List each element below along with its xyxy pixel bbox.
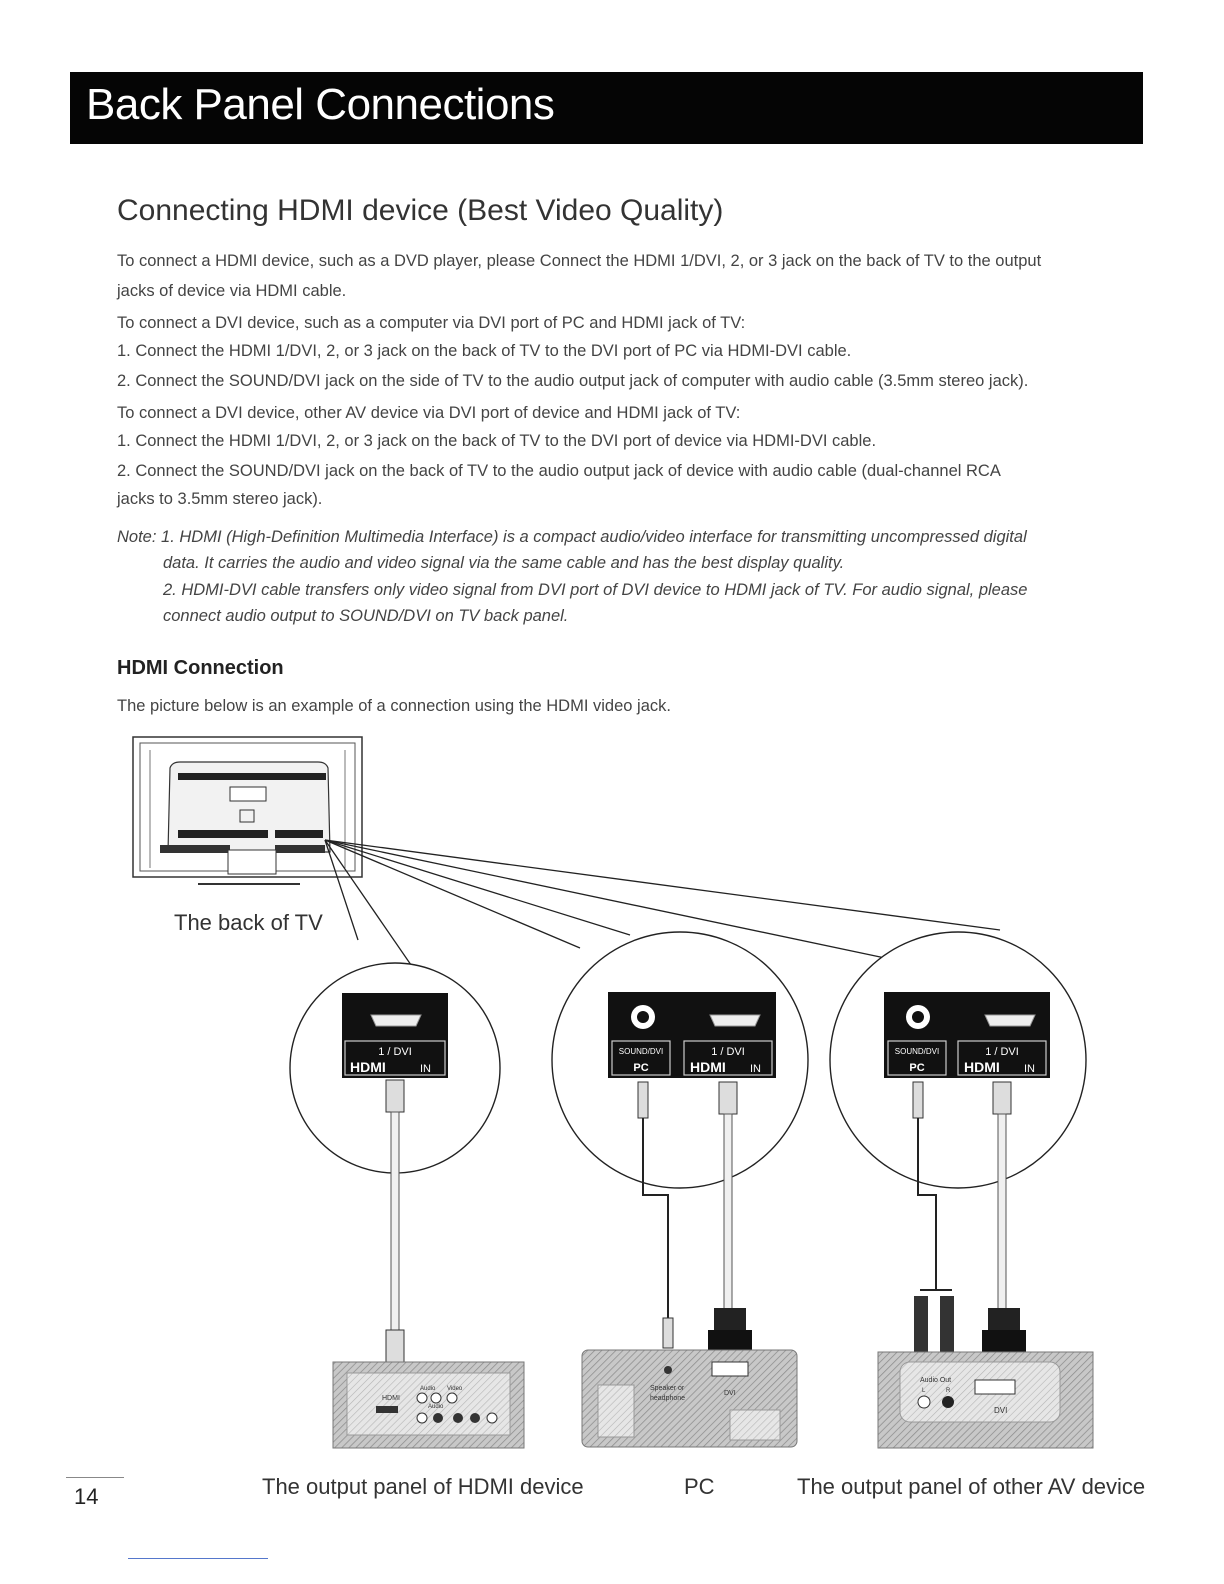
pc-headphone-label: headphone bbox=[650, 1395, 685, 1402]
page-number-rule bbox=[66, 1477, 124, 1478]
note-line: Note: 1. HDMI (High-Definition Multimedi… bbox=[117, 528, 1027, 546]
tv-back-illustration bbox=[132, 736, 363, 885]
body-line: To connect a HDMI device, such as a DVD … bbox=[117, 252, 1042, 270]
note-line: 2. HDMI-DVI cable transfers only video s… bbox=[163, 581, 1028, 599]
footer-link-rule bbox=[128, 1558, 268, 1559]
pc-speaker-label: Speaker or bbox=[650, 1385, 685, 1392]
body-line: To connect a DVI device, other AV device… bbox=[117, 404, 741, 422]
jack-dvi-label: 1 / DVI bbox=[378, 1046, 412, 1058]
device-audio-label: Audio bbox=[420, 1386, 436, 1392]
body-line: 1. Connect the HDMI 1/DVI, 2, or 3 jack … bbox=[117, 432, 877, 450]
note-line: connect audio output to SOUND/DVI on TV … bbox=[163, 607, 569, 625]
pc-caption: PC bbox=[684, 1474, 715, 1499]
av-dvi-label: DVI bbox=[994, 1406, 1007, 1415]
note-line: data. It carries the audio and video sig… bbox=[163, 554, 845, 572]
connection-fan-lines bbox=[324, 839, 1001, 979]
page-number: 14 bbox=[74, 1484, 99, 1509]
jack-pc-label: PC bbox=[909, 1062, 924, 1074]
body-line: 2. Connect the SOUND/DVI jack on the bac… bbox=[117, 462, 1001, 480]
av-audio-out-label: Audio Out bbox=[920, 1377, 951, 1384]
jack-hdmi-label: HDMI bbox=[964, 1059, 1000, 1075]
jack-in-label: IN bbox=[420, 1063, 431, 1075]
device-hdmi-label: HDMI bbox=[382, 1395, 400, 1402]
jack-panel-pc: SOUND/DVI PC 1 / DVI HDMI IN bbox=[608, 992, 776, 1078]
jack-dvi-label: 1 / DVI bbox=[985, 1046, 1019, 1058]
pc-panel: Speaker or headphone DVI bbox=[581, 1349, 798, 1448]
section-title: Connecting HDMI device (Best Video Quali… bbox=[117, 194, 724, 227]
pc-dvi-label: DVI bbox=[724, 1390, 736, 1397]
hdmi-device-caption: The output panel of HDMI device bbox=[262, 1474, 584, 1499]
header-bar: Back Panel Connections bbox=[70, 72, 1143, 144]
jack-sound-dvi-label: SOUND/DVI bbox=[895, 1047, 939, 1056]
page-title: Back Panel Connections bbox=[86, 80, 555, 129]
jack-hdmi-label: HDMI bbox=[690, 1059, 726, 1075]
body-line: 1. Connect the HDMI 1/DVI, 2, or 3 jack … bbox=[117, 342, 852, 360]
jack-in-label: IN bbox=[750, 1063, 761, 1075]
jack-in-label: IN bbox=[1024, 1063, 1035, 1075]
cables bbox=[385, 1079, 1026, 1379]
jack-panel-av: SOUND/DVI PC 1 / DVI HDMI IN bbox=[884, 992, 1050, 1078]
jack-pc-label: PC bbox=[633, 1062, 648, 1074]
av-l-label: L bbox=[922, 1388, 926, 1394]
av-device-panel: Audio Out L R DVI bbox=[877, 1351, 1094, 1449]
hdmi-device-panel: HDMI Audio Video Audio bbox=[332, 1361, 525, 1449]
jack-hdmi-label: HDMI bbox=[350, 1059, 386, 1075]
body-line: jacks to 3.5mm stereo jack). bbox=[117, 490, 323, 508]
jack-sound-dvi-label: SOUND/DVI bbox=[619, 1047, 663, 1056]
av-r-label: R bbox=[946, 1388, 951, 1394]
device-audio-label: Audio bbox=[428, 1404, 444, 1410]
body-line: 2. Connect the SOUND/DVI jack on the sid… bbox=[117, 372, 1029, 390]
tv-caption: The back of TV bbox=[174, 910, 323, 935]
device-video-label: Video bbox=[447, 1386, 463, 1392]
jack-dvi-label: 1 / DVI bbox=[711, 1046, 745, 1058]
av-device-caption: The output panel of other AV device bbox=[797, 1474, 1146, 1499]
jack-panel-hdmi: 1 / DVI HDMI IN bbox=[342, 993, 448, 1078]
body-line: To connect a DVI device, such as a compu… bbox=[117, 314, 746, 332]
body-line: jacks of device via HDMI cable. bbox=[117, 282, 347, 300]
hdmi-connection-heading: HDMI Connection bbox=[117, 657, 284, 679]
hdmi-connection-intro: The picture below is an example of a con… bbox=[117, 697, 671, 715]
